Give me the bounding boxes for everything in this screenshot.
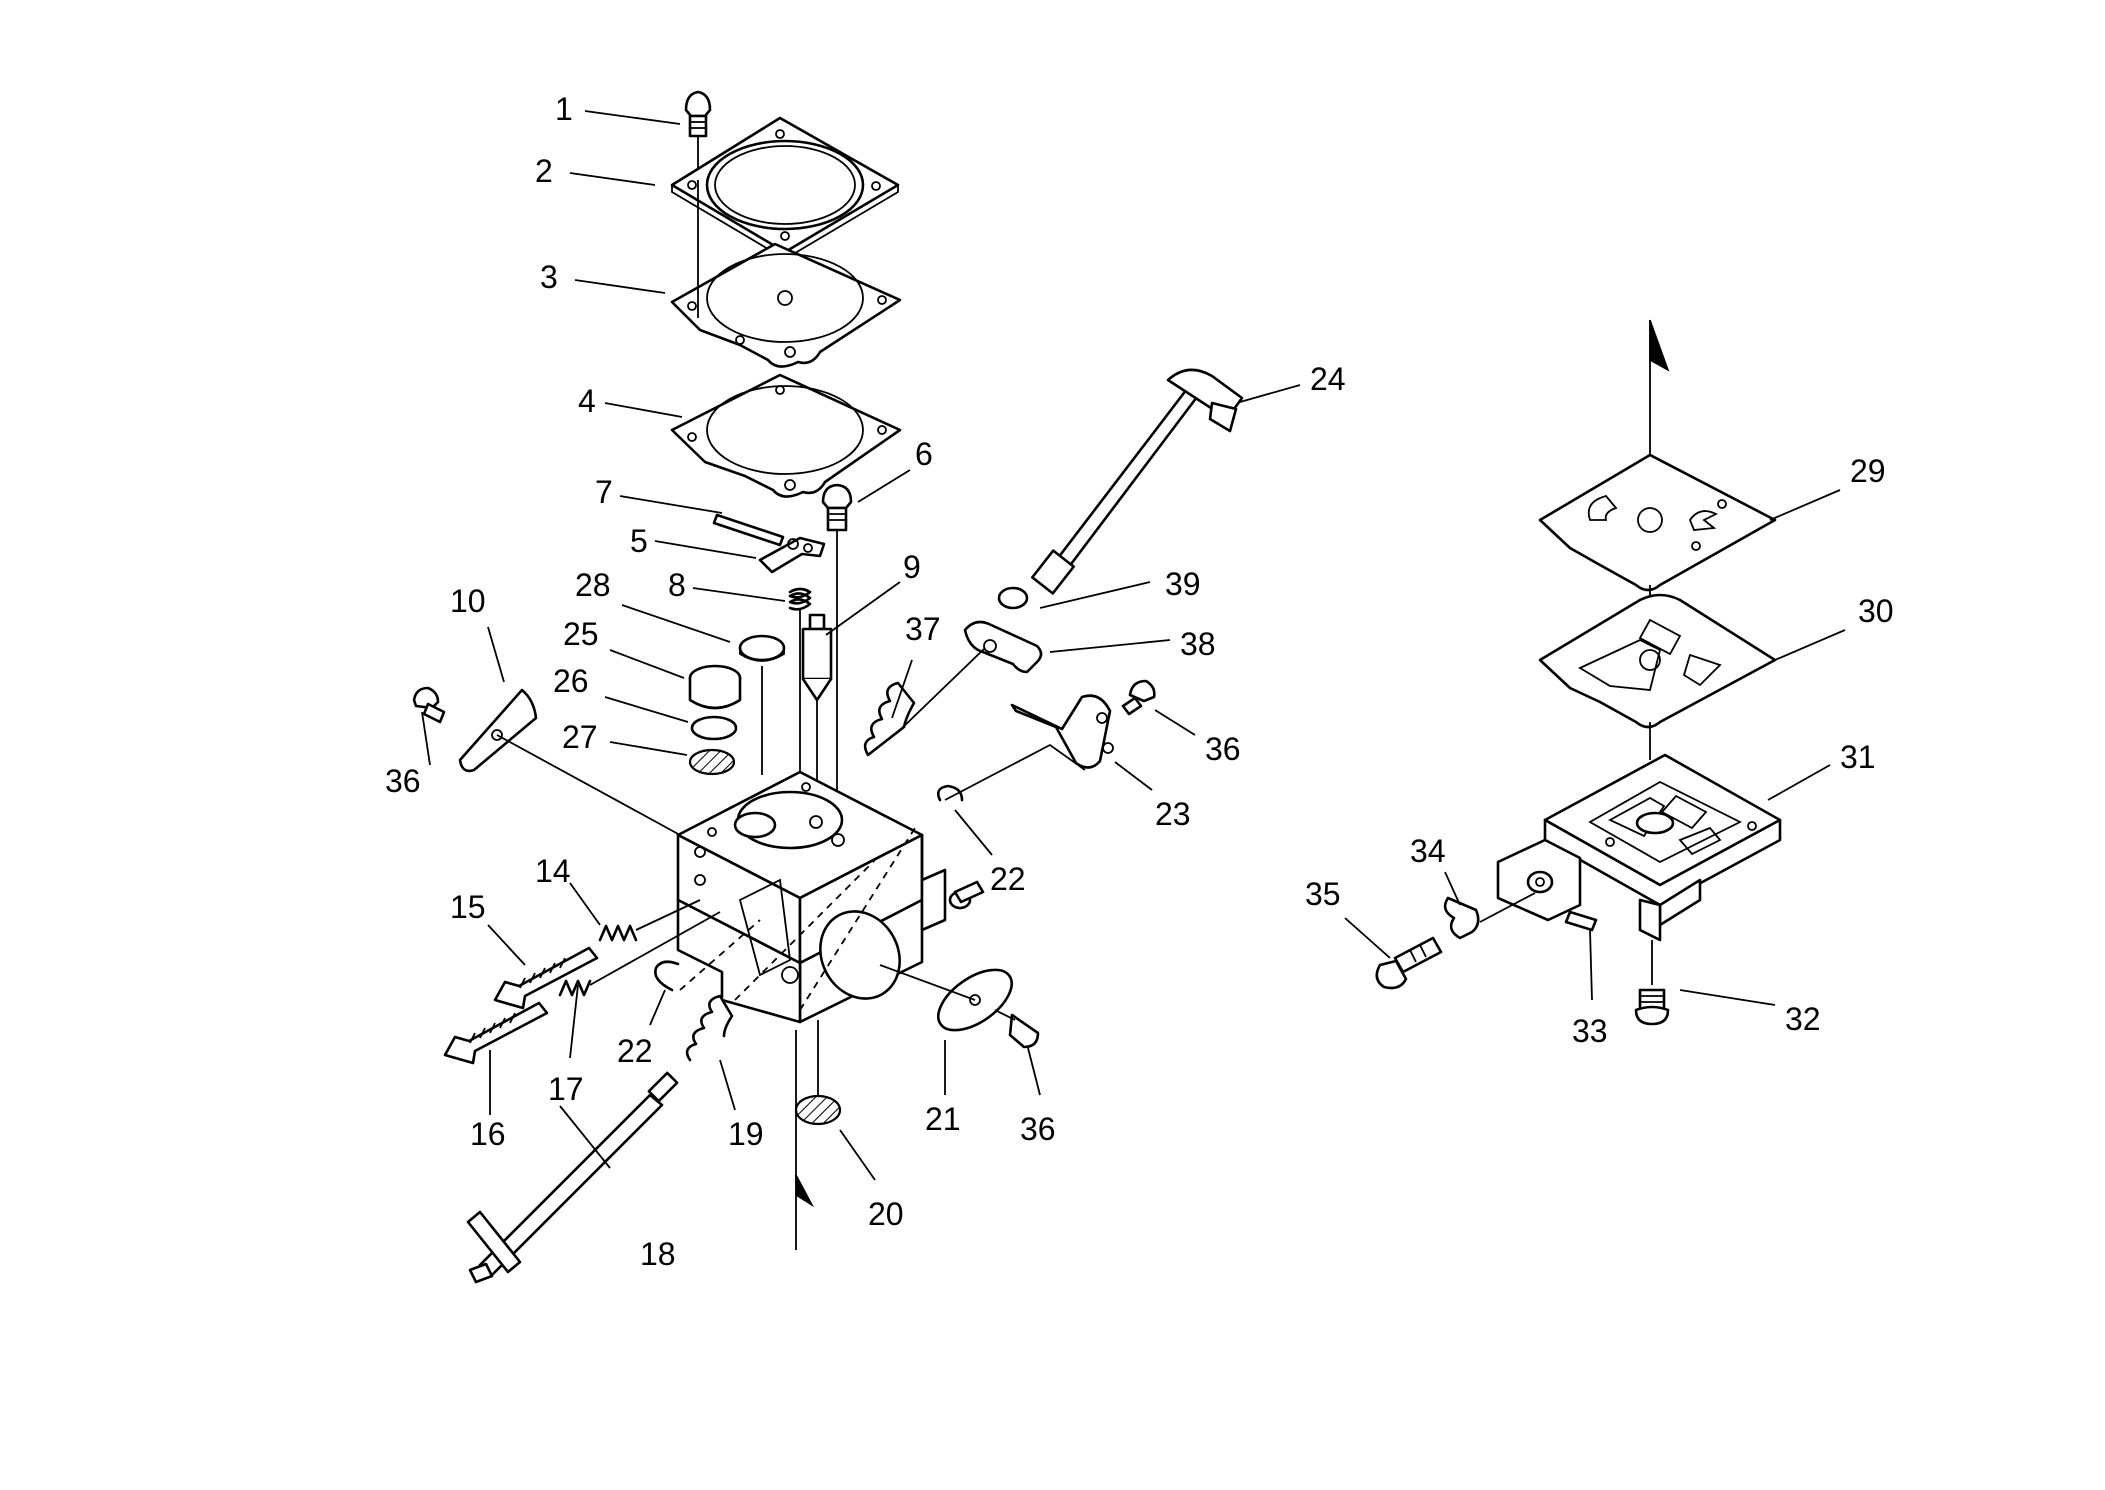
callout-36-left: 36 bbox=[385, 763, 421, 799]
part-38-lever bbox=[899, 620, 1043, 731]
callout-14: 14 bbox=[535, 853, 571, 889]
callout-6: 6 bbox=[915, 436, 933, 472]
callout-labels: 1 2 3 4 5 6 7 8 9 10 14 15 16 17 18 19 2… bbox=[385, 91, 1894, 1272]
part-36-screw-left bbox=[412, 686, 446, 724]
part-20-screen bbox=[794, 1020, 842, 1126]
callout-8: 8 bbox=[668, 567, 686, 603]
part-36-screw-upper bbox=[1121, 679, 1156, 716]
part-35-screw bbox=[1375, 936, 1443, 990]
part-30-gasket bbox=[1538, 593, 1777, 729]
callout-20: 20 bbox=[868, 1196, 904, 1232]
callout-5: 5 bbox=[630, 523, 648, 559]
callout-24: 24 bbox=[1310, 361, 1346, 397]
part-34-spring bbox=[1443, 896, 1480, 940]
callout-32: 32 bbox=[1785, 1001, 1821, 1037]
part-14-spring bbox=[598, 924, 638, 942]
callout-34: 34 bbox=[1410, 833, 1446, 869]
part-22-clip-right bbox=[936, 743, 1086, 802]
part-37-spring bbox=[863, 681, 916, 757]
callout-16: 16 bbox=[470, 1116, 506, 1152]
part-15-needle bbox=[493, 946, 599, 1010]
callout-36-bottom: 36 bbox=[1020, 1111, 1056, 1147]
callout-30: 30 bbox=[1858, 593, 1894, 629]
part-3-diaphragm bbox=[670, 242, 902, 368]
part-24-throttle-shaft bbox=[1030, 368, 1244, 595]
part-21-throttle-disc bbox=[879, 964, 1013, 1032]
callout-9: 9 bbox=[903, 549, 921, 585]
callout-21: 21 bbox=[925, 1101, 961, 1137]
callout-39: 39 bbox=[1165, 566, 1201, 602]
part-25-filter-cap bbox=[688, 664, 742, 710]
part-1-screw bbox=[684, 90, 712, 175]
callout-15: 15 bbox=[450, 889, 486, 925]
part-6-screw bbox=[821, 483, 853, 840]
callout-18: 18 bbox=[640, 1236, 676, 1272]
part-22-clip-left bbox=[654, 960, 680, 992]
callout-27: 27 bbox=[562, 719, 598, 755]
callout-37: 37 bbox=[905, 611, 941, 647]
part-31-pump-body bbox=[1496, 753, 1782, 942]
callout-38: 38 bbox=[1180, 626, 1216, 662]
part-32-screw bbox=[1634, 988, 1670, 1026]
callout-33: 33 bbox=[1572, 1013, 1608, 1049]
callout-36-upper: 36 bbox=[1205, 731, 1241, 767]
callout-29: 29 bbox=[1850, 453, 1886, 489]
callout-4: 4 bbox=[578, 383, 596, 419]
part-18-choke-shaft bbox=[466, 1071, 679, 1284]
callout-10: 10 bbox=[450, 583, 486, 619]
callout-23: 23 bbox=[1155, 796, 1191, 832]
callout-19: 19 bbox=[728, 1116, 764, 1152]
part-28-disc bbox=[738, 634, 786, 775]
part-29-gasket bbox=[1538, 453, 1777, 592]
callout-22-upper: 22 bbox=[990, 861, 1026, 897]
callout-17: 17 bbox=[548, 1071, 584, 1107]
callout-7: 7 bbox=[595, 474, 613, 510]
callout-3: 3 bbox=[540, 259, 558, 295]
part-4-gasket bbox=[670, 373, 902, 498]
part-10-throttle-plate bbox=[458, 688, 681, 836]
callout-25: 25 bbox=[563, 616, 599, 652]
leader-lines bbox=[421, 110, 1846, 1181]
carburetor-body bbox=[676, 770, 985, 1024]
callout-31: 31 bbox=[1840, 739, 1876, 775]
callout-22-lower: 22 bbox=[617, 1033, 653, 1069]
part-26-o-ring bbox=[690, 715, 738, 741]
callout-26: 26 bbox=[553, 663, 589, 699]
part-19-spring bbox=[685, 994, 734, 1062]
part-36-screw-bottom bbox=[994, 1009, 1040, 1049]
callout-2: 2 bbox=[535, 153, 553, 189]
part-7-pin bbox=[712, 513, 785, 547]
part-2-diaphragm-cover bbox=[670, 116, 900, 261]
callout-28: 28 bbox=[575, 567, 611, 603]
part-5-control-lever bbox=[758, 536, 826, 574]
callout-35: 35 bbox=[1305, 876, 1341, 912]
part-27-screen bbox=[688, 748, 736, 776]
arrow-up-left bbox=[795, 1030, 814, 1250]
callout-1: 1 bbox=[555, 91, 573, 127]
part-39-washer bbox=[997, 586, 1029, 610]
part-23-lever bbox=[1010, 694, 1114, 769]
part-17-spring bbox=[558, 979, 592, 997]
part-16-needle bbox=[443, 1001, 549, 1065]
